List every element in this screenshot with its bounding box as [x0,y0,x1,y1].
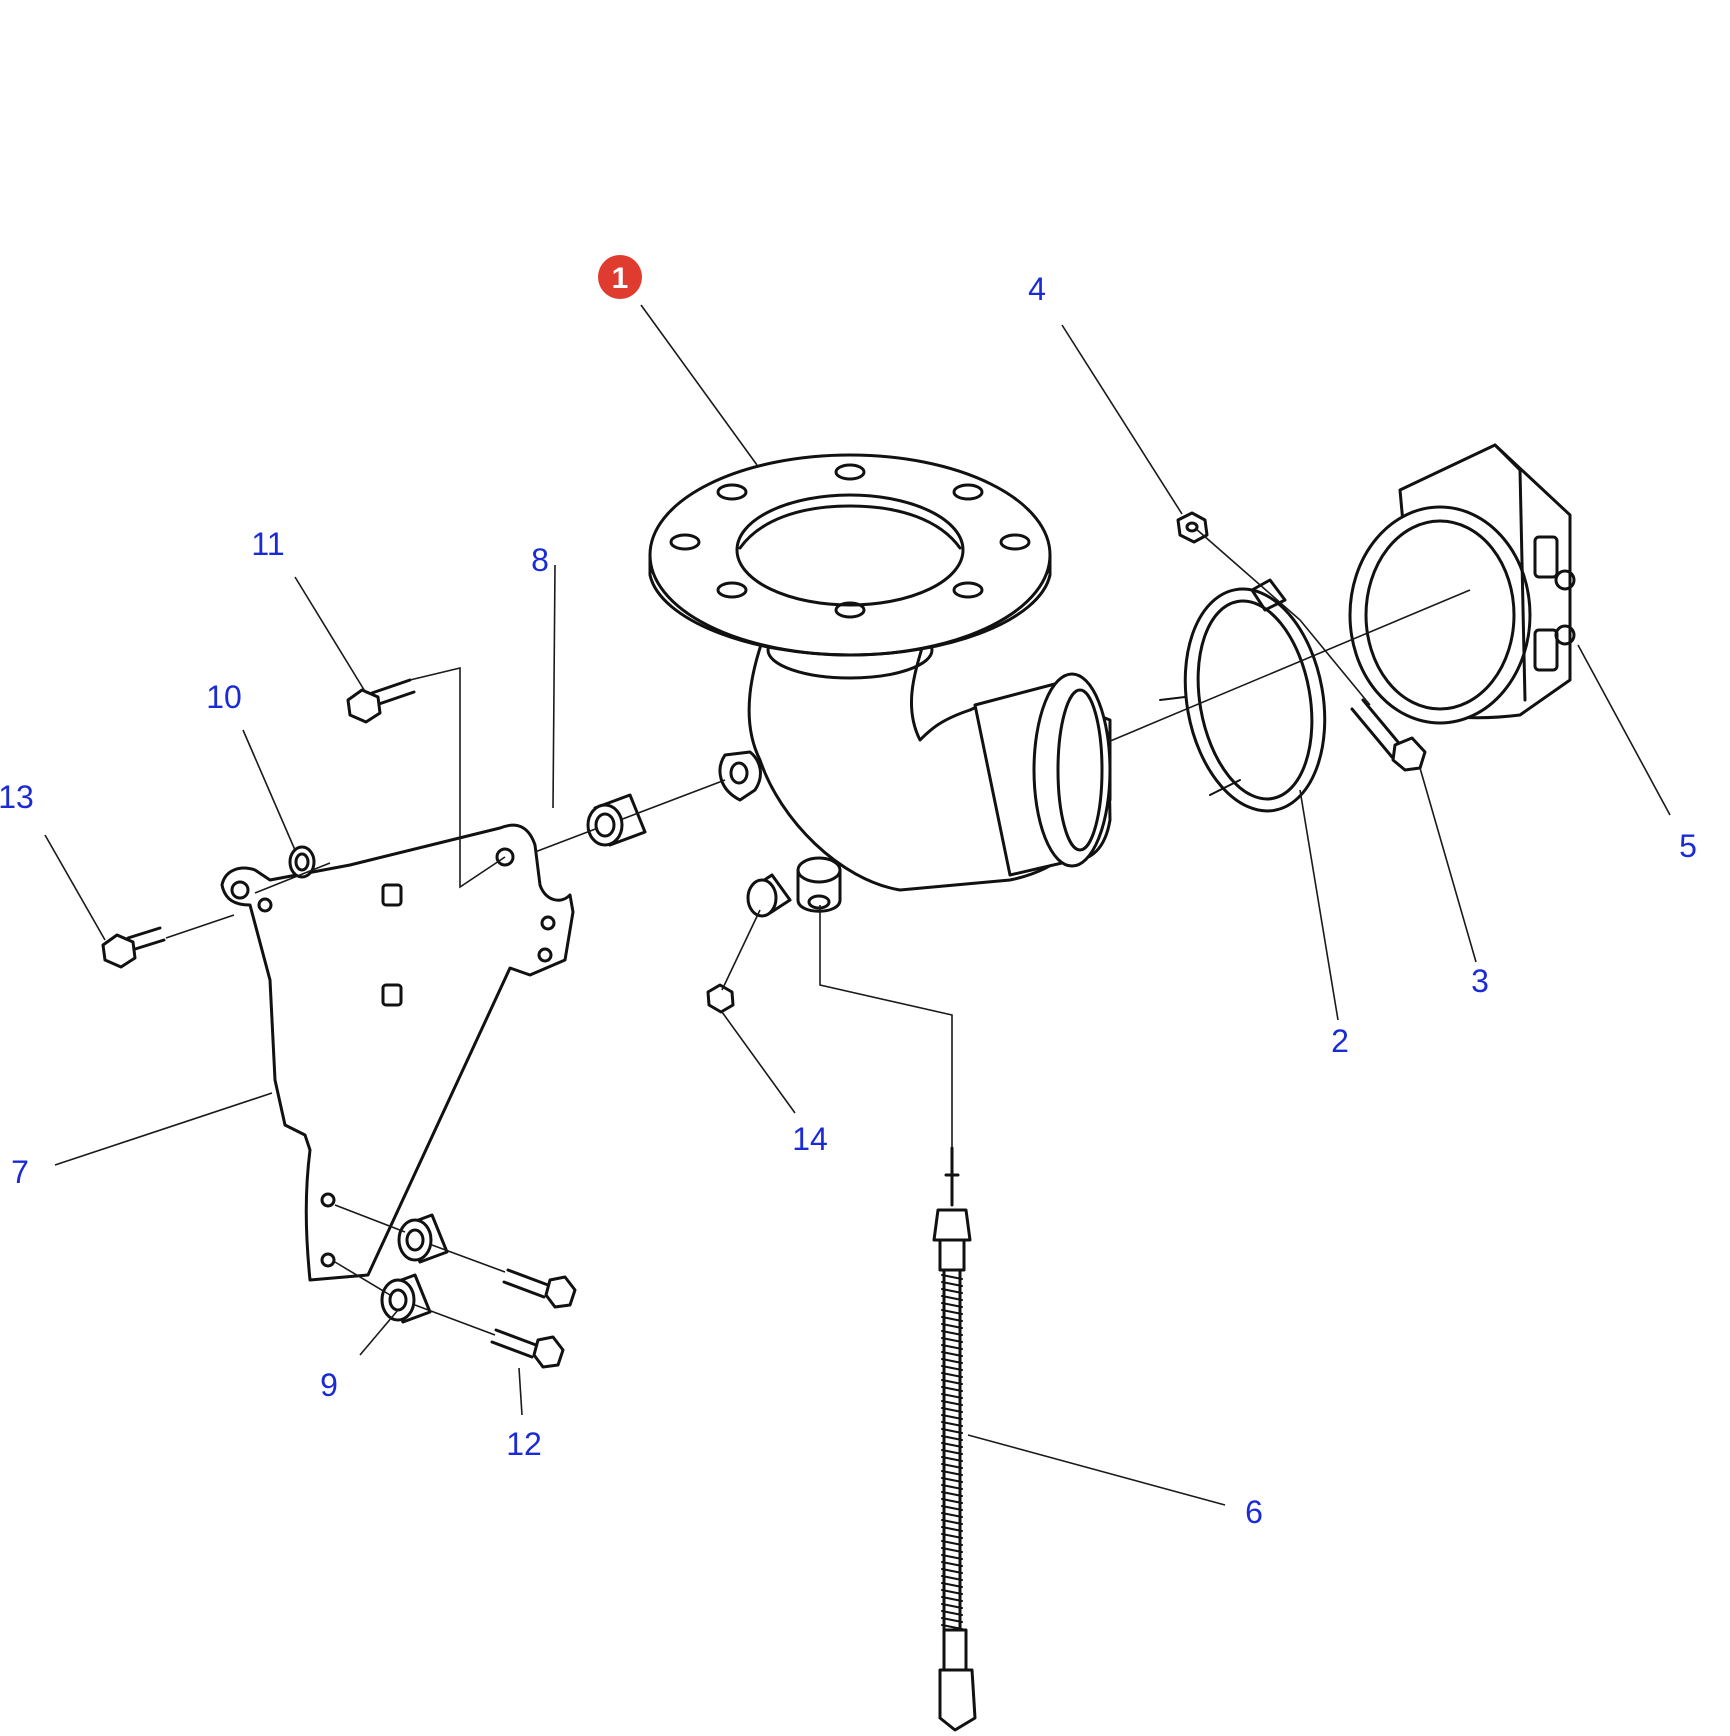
callout-14[interactable]: 14 [792,1121,828,1157]
part-10-washer[interactable] [288,845,316,879]
part-6-temperature-sensor[interactable] [932,1146,977,1732]
part-8-spacer[interactable] [586,793,647,847]
callout-9[interactable]: 9 [320,1367,338,1403]
callout-8[interactable]: 8 [531,542,549,578]
part-1-elbow-pipe[interactable] [648,453,1112,913]
callout-4[interactable]: 4 [1028,271,1046,307]
callout-11[interactable]: 11 [251,526,284,562]
callout-2[interactable]: 2 [1331,1023,1349,1059]
callout-badge-1[interactable] [598,255,642,299]
leader-lines [44,304,1671,1506]
assembly-axis-lines [165,527,1471,1336]
part-9-spacer-pair[interactable] [380,1213,449,1324]
part-13-bolt[interactable] [101,926,166,969]
part-5-clamp-band[interactable] [1348,443,1576,725]
callout-6[interactable]: 6 [1245,1494,1263,1530]
callout-5[interactable]: 5 [1679,828,1697,864]
callout-7[interactable]: 7 [11,1154,29,1190]
callout-1[interactable]: 1 [612,262,629,295]
part-11-bolt[interactable] [346,678,416,724]
part-12-bolt-pair[interactable] [490,1268,577,1369]
callout-labels: 1 2 3 4 5 6 7 8 9 10 11 12 13 14 [0,255,1697,1530]
callout-10[interactable]: 10 [206,679,242,715]
callout-13[interactable]: 13 [0,779,34,815]
part-14-adapter-nut[interactable] [706,873,792,1014]
part-4-nut[interactable] [1176,511,1209,544]
callout-3[interactable]: 3 [1471,963,1489,999]
callout-12[interactable]: 12 [506,1426,542,1462]
part-2-v-clamp-ring[interactable] [1159,578,1341,822]
part-7-bracket-plate[interactable] [220,823,575,1282]
